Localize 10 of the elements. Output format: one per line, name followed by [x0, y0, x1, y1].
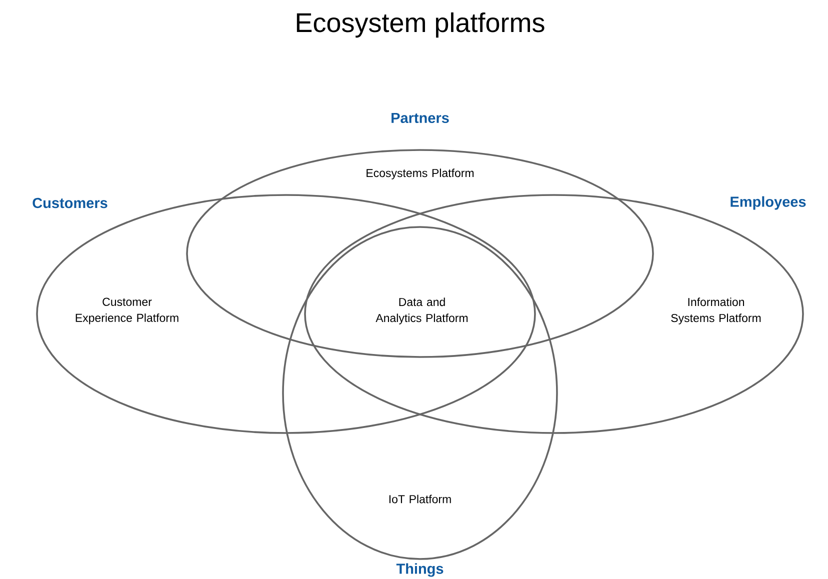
set-heading: Things: [395, 562, 445, 578]
platform-label: IoT Platform: [389, 494, 451, 504]
platform-label: Data and Analytics Platform: [376, 298, 468, 324]
set-heading: Employees: [728, 195, 808, 211]
platform-label: Customer Experience Platform: [76, 298, 178, 324]
platform-label: Ecosystems Platform: [366, 168, 474, 180]
title: Ecosystem platforms: [296, 12, 544, 38]
platform-label: Information Systems Platform: [671, 298, 761, 324]
set-heading: Partners: [390, 112, 450, 124]
set-heading: Customers: [31, 196, 109, 210]
